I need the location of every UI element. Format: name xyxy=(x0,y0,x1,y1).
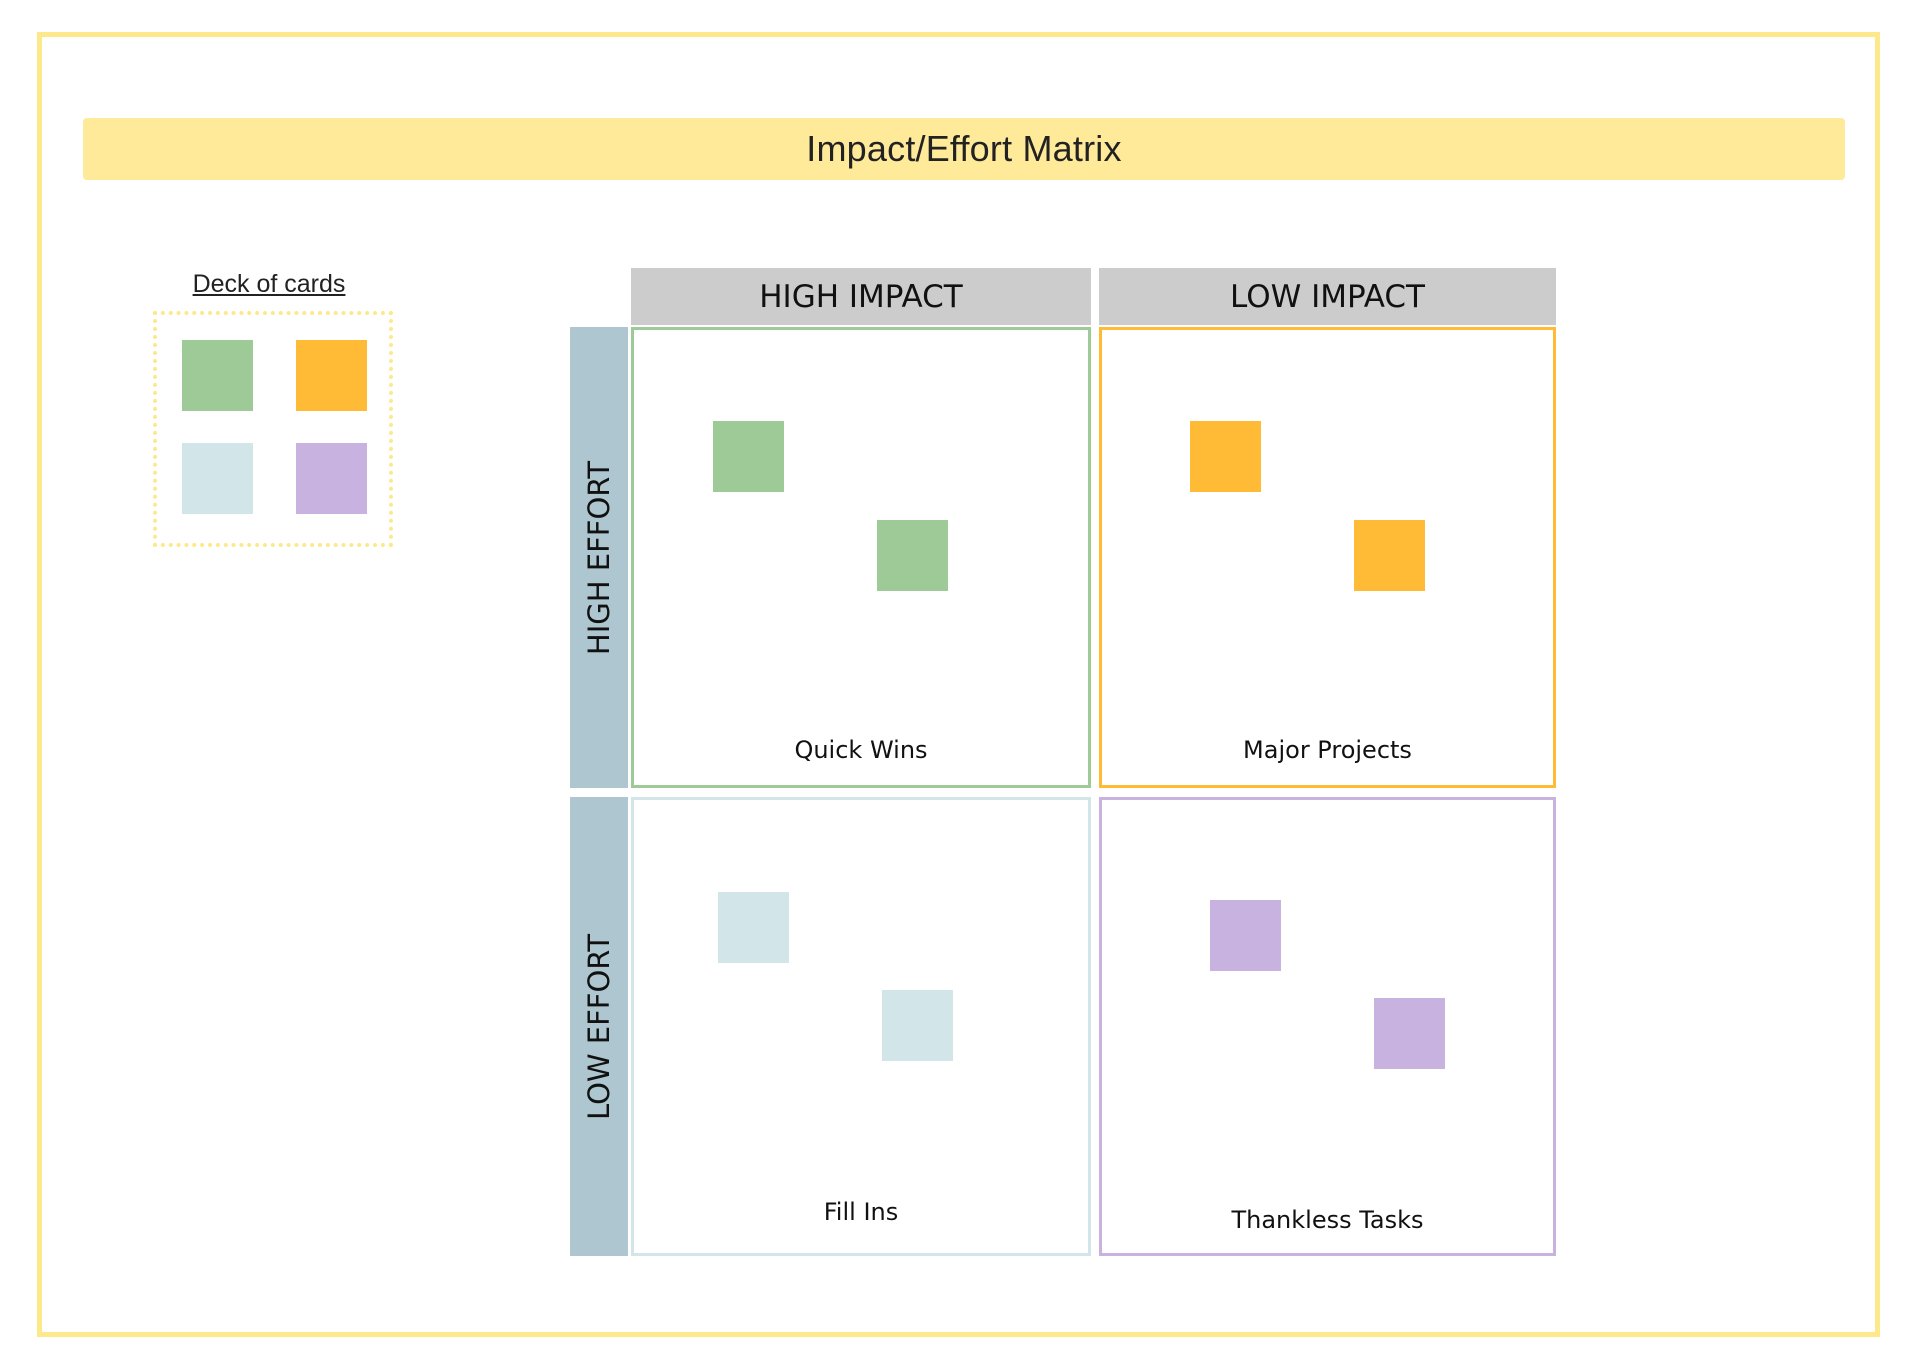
column-header-high-impact: HIGH IMPACT xyxy=(631,268,1091,325)
sticky-note[interactable] xyxy=(1210,900,1281,971)
deck-label: Deck of cards xyxy=(192,270,346,298)
sticky-note[interactable] xyxy=(877,520,948,591)
page-title: Impact/Effort Matrix xyxy=(806,128,1122,169)
quadrant-label: Major Projects xyxy=(1243,736,1412,764)
quadrant-label: Quick Wins xyxy=(794,736,928,764)
deck-card-light-blue[interactable] xyxy=(182,443,253,514)
sticky-note[interactable] xyxy=(1374,998,1445,1069)
quadrant-quick-wins[interactable]: Quick Wins xyxy=(631,327,1091,788)
quadrant-thankless-tasks[interactable]: Thankless Tasks xyxy=(1099,797,1556,1256)
row-header-label: HIGH EFFORT xyxy=(582,460,616,655)
column-header-low-impact: LOW IMPACT xyxy=(1099,268,1556,325)
sticky-note[interactable] xyxy=(1354,520,1425,591)
sticky-note[interactable] xyxy=(882,990,953,1061)
row-header-high-effort: HIGH EFFORT xyxy=(570,327,628,788)
title-banner: Impact/Effort Matrix xyxy=(83,118,1845,180)
column-header-label: LOW IMPACT xyxy=(1230,278,1425,315)
deck-of-cards-container xyxy=(153,311,393,547)
sticky-note[interactable] xyxy=(718,892,789,963)
quadrant-label: Fill Ins xyxy=(823,1198,899,1226)
sticky-note[interactable] xyxy=(1190,421,1261,492)
row-header-label: LOW EFFORT xyxy=(582,933,616,1120)
deck-card-orange[interactable] xyxy=(296,340,367,411)
quadrant-label: Thankless Tasks xyxy=(1231,1206,1424,1234)
sticky-note[interactable] xyxy=(713,421,784,492)
row-header-low-effort: LOW EFFORT xyxy=(570,797,628,1256)
column-header-label: HIGH IMPACT xyxy=(759,278,963,315)
deck-card-purple[interactable] xyxy=(296,443,367,514)
quadrant-fill-ins[interactable]: Fill Ins xyxy=(631,797,1091,1256)
quadrant-major-projects[interactable]: Major Projects xyxy=(1099,327,1556,788)
deck-card-green[interactable] xyxy=(182,340,253,411)
